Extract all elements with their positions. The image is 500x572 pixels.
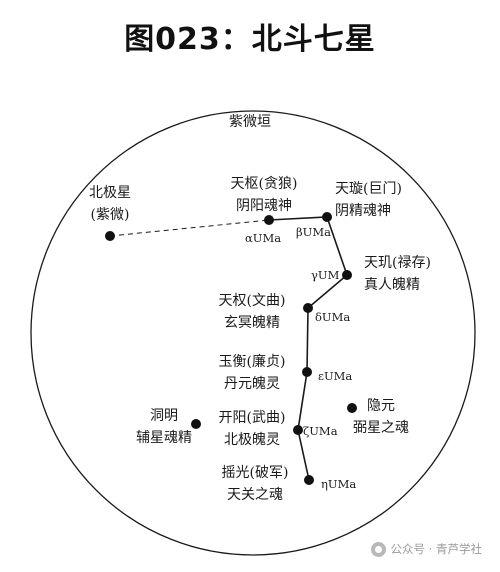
star-label-alioth-2: 丹元魄灵 — [224, 376, 280, 392]
star-dot-dubhe — [264, 215, 274, 225]
enclosure-label: 紫微垣 — [229, 114, 271, 130]
watermark: 公众号 · 青芦学社 — [370, 541, 482, 557]
star-label-dubhe-2: 阴阳魂神 — [236, 198, 292, 214]
watermark-text: 公众号 · 青芦学社 — [390, 542, 482, 556]
star-label-phecda-1: 天玑(禄存) — [364, 255, 431, 271]
star-alkaid: 摇光(破军) 天关之魂 ηUMa — [222, 465, 357, 503]
star-designation-alkaid: ηUMa — [321, 477, 356, 491]
star-designation-phecda: γUM — [311, 268, 340, 282]
star-label-merak-2: 阴精魂神 — [335, 203, 391, 219]
star-designation-alioth: εUMa — [318, 369, 352, 383]
star-dot-megrez — [303, 303, 313, 313]
star-label-mizar-2: 北极魄灵 — [224, 432, 280, 448]
ziwei-enclosure-circle — [30, 110, 476, 556]
star-merak: 天璇(巨门) 阴精魂神 βUMa — [296, 181, 402, 239]
star-designation-dubhe: αUMa — [245, 231, 281, 245]
star-dot-alkaid — [304, 475, 314, 485]
star-dot-alioth — [302, 367, 312, 377]
star-mizar: 开阳(武曲) 北极魄灵 ζUMa — [219, 410, 338, 448]
star-dot-polaris — [105, 231, 115, 241]
star-phecda: 天玑(禄存) 真人魄精 γUM — [311, 255, 431, 293]
star-label-hidden-2: 弼星之魂 — [353, 420, 409, 436]
star-dot-phecda — [342, 270, 352, 280]
star-label-alioth-1: 玉衡(廉贞) — [219, 353, 286, 370]
star-dot-merak — [322, 212, 332, 222]
star-label-merak-1: 天璇(巨门) — [335, 181, 402, 197]
star-label-mizar-1: 开阳(武曲) — [219, 410, 286, 426]
dipper-line — [268, 216, 348, 481]
star-label-phecda-2: 真人魄精 — [364, 277, 420, 293]
star-label-alcor-1: 洞明 — [150, 408, 178, 424]
star-label-polaris-1: 北极星 — [89, 185, 131, 201]
star-label-megrez-1: 天权(文曲) — [219, 293, 286, 309]
star-alioth: 玉衡(廉贞) 丹元魄灵 εUMa — [219, 353, 353, 392]
star-designation-mizar: ζUMa — [303, 424, 338, 438]
star-polaris: 北极星 (紫微) — [89, 185, 131, 241]
star-dubhe: 天枢(贪狼) 阴阳魂神 αUMa — [231, 176, 298, 245]
star-label-dubhe-1: 天枢(贪狼) — [231, 176, 298, 192]
star-label-alcor-2: 辅星魂精 — [136, 430, 192, 446]
wechat-icon — [370, 541, 386, 557]
star-label-alkaid-1: 摇光(破军) — [222, 465, 289, 481]
star-designation-merak: βUMa — [296, 225, 331, 239]
star-label-alkaid-2: 天关之魂 — [227, 487, 283, 503]
page-title: 图023：北斗七星 — [124, 22, 376, 57]
star-megrez: 天权(文曲) 玄冥魄精 δUMa — [219, 293, 351, 331]
star-dot-hidden — [347, 403, 357, 413]
star-label-megrez-2: 玄冥魄精 — [224, 314, 280, 331]
star-designation-megrez: δUMa — [315, 310, 350, 324]
star-label-hidden-1: 隐元 — [367, 398, 395, 414]
star-label-polaris-2: (紫微) — [91, 207, 130, 223]
star-dot-mizar — [293, 425, 303, 435]
star-dot-alcor — [191, 419, 201, 429]
